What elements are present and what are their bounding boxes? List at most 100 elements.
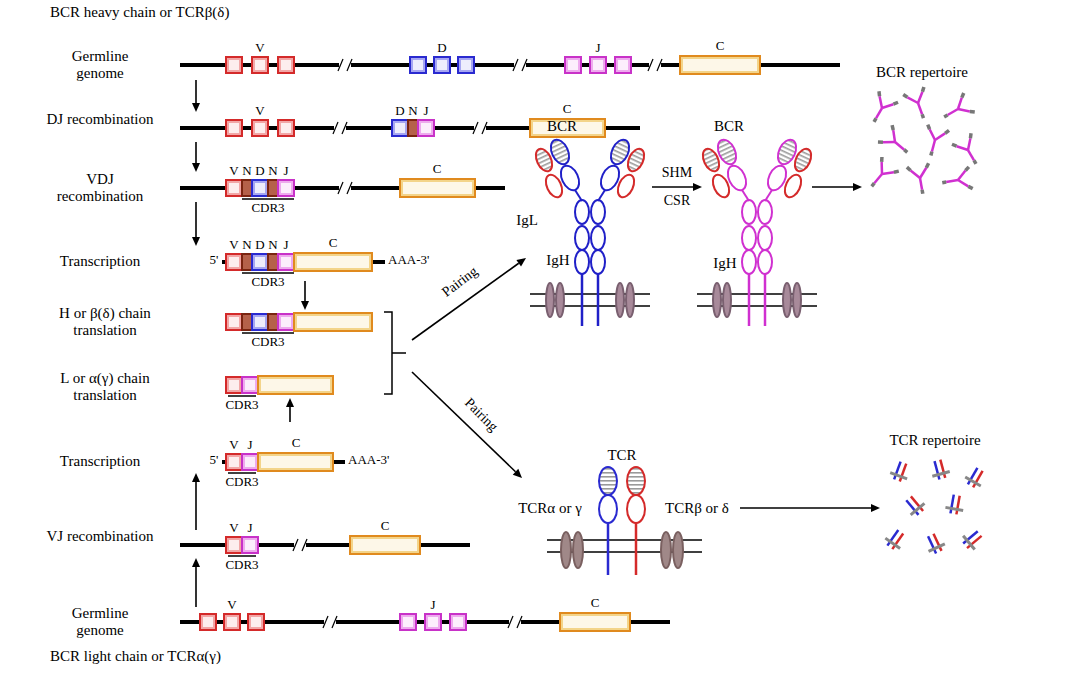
diagram-label: V bbox=[229, 238, 238, 253]
diagram-label: 5' bbox=[210, 453, 219, 468]
segment-highlight bbox=[281, 317, 291, 327]
bcr-icon bbox=[907, 163, 934, 195]
cdr3-underline bbox=[228, 555, 256, 557]
gene-segment bbox=[242, 180, 252, 196]
diagram-label: CDR3 bbox=[251, 335, 284, 350]
diagram-label: L or α(γ) chain translation bbox=[43, 370, 168, 405]
segment-highlight bbox=[281, 123, 291, 133]
gene-segment bbox=[242, 454, 258, 470]
domain bbox=[627, 495, 645, 523]
bcr-icon bbox=[863, 157, 898, 193]
diagram-label: DJ recombination bbox=[45, 111, 155, 128]
diagram-label: D bbox=[395, 104, 404, 119]
diagram-label: Transcription bbox=[45, 253, 155, 270]
hinge bbox=[598, 190, 605, 201]
tcr-icon bbox=[945, 494, 966, 516]
arrow-head bbox=[516, 258, 526, 267]
transmembrane bbox=[597, 270, 600, 326]
drawing bbox=[960, 93, 965, 98]
break-mark bbox=[482, 122, 487, 134]
segment-highlight bbox=[229, 183, 239, 193]
figure-label: TCRα or γ bbox=[518, 500, 582, 517]
gene-segment bbox=[294, 253, 372, 271]
drawing bbox=[890, 473, 907, 479]
segment-highlight bbox=[281, 60, 291, 70]
cdr3-underline bbox=[242, 332, 294, 334]
domain bbox=[782, 172, 805, 200]
gene-segment bbox=[224, 614, 240, 630]
transmembrane bbox=[581, 270, 584, 326]
drawing bbox=[965, 477, 981, 486]
arrow-head bbox=[871, 504, 880, 512]
drawing bbox=[935, 131, 945, 142]
arrow-head bbox=[693, 183, 702, 191]
pairing-arrow bbox=[412, 372, 522, 478]
drawing bbox=[920, 178, 922, 190]
gene-segment bbox=[226, 180, 242, 196]
arrow-head bbox=[192, 163, 200, 172]
gene-segment bbox=[226, 314, 242, 330]
segment-highlight bbox=[203, 617, 213, 627]
arrow-line bbox=[412, 263, 519, 340]
tcr-icon bbox=[882, 527, 908, 553]
domain bbox=[546, 283, 554, 317]
arrow-line bbox=[304, 281, 306, 301]
gene-segment bbox=[418, 120, 434, 136]
segment-highlight bbox=[245, 457, 255, 467]
diagram-label: Germline genome bbox=[55, 605, 145, 640]
drawing bbox=[958, 105, 970, 116]
diagram-label: N bbox=[242, 164, 251, 179]
drawing bbox=[904, 150, 907, 153]
segment-highlight bbox=[683, 59, 757, 71]
arrow bbox=[192, 558, 200, 607]
segment-highlight bbox=[395, 123, 405, 133]
segment-highlight bbox=[403, 617, 413, 627]
domain bbox=[661, 532, 671, 568]
drawing bbox=[879, 157, 884, 162]
drawing bbox=[963, 536, 975, 550]
gene-segment bbox=[590, 57, 606, 73]
break-mark bbox=[333, 122, 338, 134]
diagram-label: J bbox=[283, 238, 288, 253]
diagram-label: N bbox=[242, 238, 251, 253]
arrow-line bbox=[812, 186, 853, 188]
drawing bbox=[907, 167, 911, 171]
gene-segment bbox=[242, 314, 252, 330]
drawing bbox=[968, 150, 974, 160]
tcr-icon bbox=[902, 493, 928, 519]
segment-highlight bbox=[255, 257, 265, 267]
segment-highlight bbox=[563, 616, 627, 628]
segment-highlight bbox=[593, 60, 603, 70]
segment-highlight bbox=[229, 317, 239, 327]
diagram-label: V bbox=[229, 438, 238, 453]
drawing bbox=[882, 100, 893, 112]
domain bbox=[793, 283, 801, 317]
diagram-label: J bbox=[430, 598, 435, 613]
diagram-label: C bbox=[292, 436, 301, 451]
bcr-icon bbox=[878, 125, 914, 160]
drawing bbox=[911, 169, 920, 179]
gene-segment bbox=[268, 254, 278, 270]
break-gap bbox=[474, 123, 486, 133]
domain bbox=[591, 200, 605, 224]
domain bbox=[575, 200, 589, 224]
drawing bbox=[946, 180, 958, 182]
segment-highlight bbox=[437, 60, 447, 70]
bcr-icon bbox=[903, 87, 934, 122]
drawing bbox=[921, 87, 925, 92]
segment-highlight bbox=[229, 123, 239, 133]
break-mark bbox=[338, 182, 343, 194]
domain bbox=[533, 146, 556, 174]
gene-segment bbox=[294, 313, 372, 331]
segment-highlight bbox=[453, 617, 463, 627]
diagram-label: D bbox=[255, 164, 264, 179]
receptor-figure: BCR repertoire bbox=[862, 60, 984, 195]
drawing bbox=[932, 140, 935, 152]
figure-label: TCR repertoire bbox=[889, 432, 980, 449]
diagram-label: V bbox=[255, 104, 264, 119]
arrow-line bbox=[195, 482, 197, 530]
diagram-label: Germline genome bbox=[55, 48, 145, 83]
drawing bbox=[945, 130, 949, 135]
drawing bbox=[948, 109, 958, 115]
